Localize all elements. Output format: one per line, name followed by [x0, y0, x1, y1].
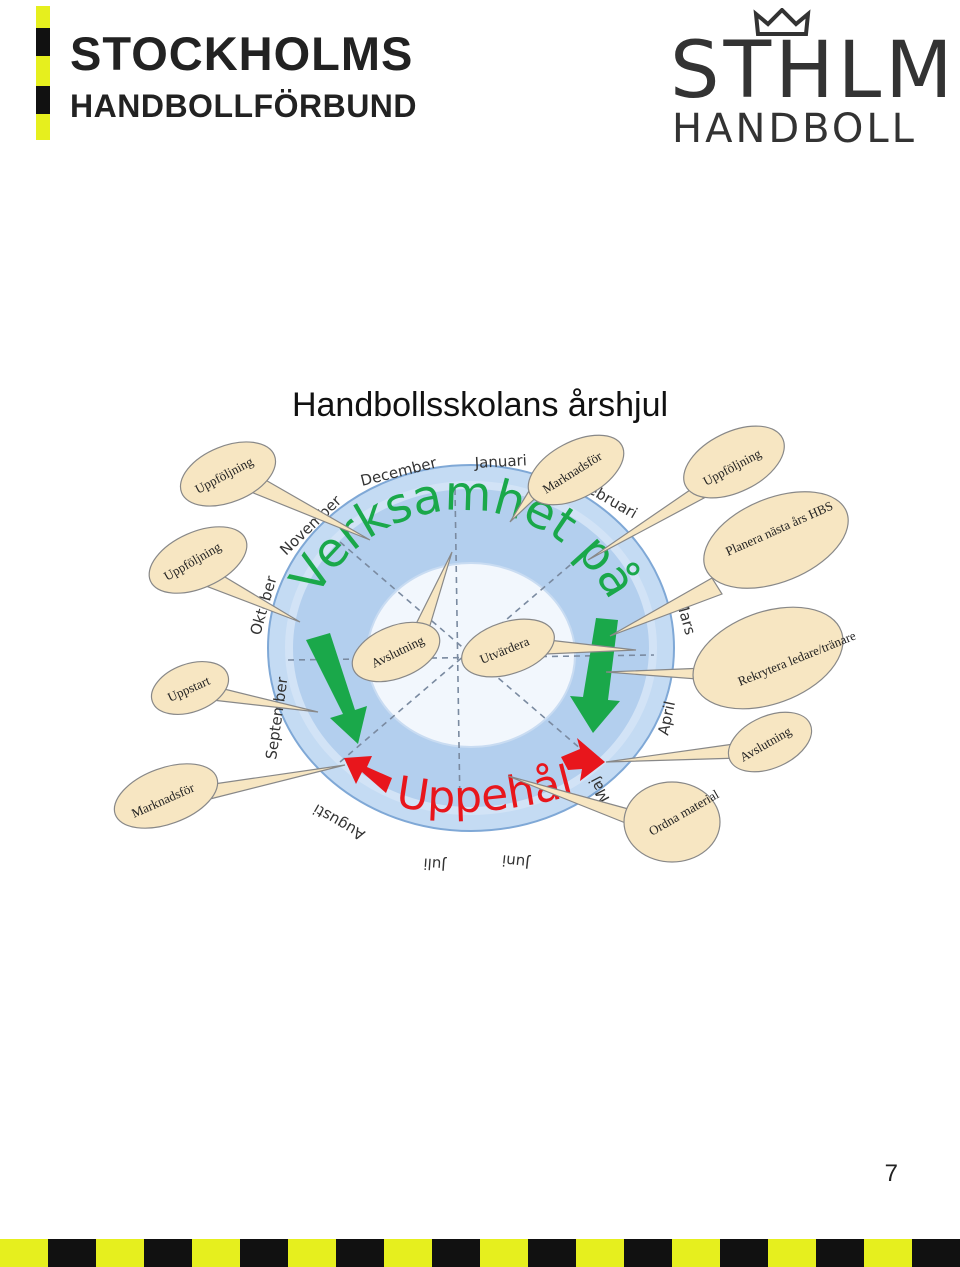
month-juli: Juli [423, 854, 447, 874]
callout-apr-rekrytera: Rekrytera ledare/tränare [605, 606, 858, 710]
logo-stripe [36, 6, 50, 140]
page-number: 7 [884, 1160, 898, 1187]
sthlm-handboll-logo: STHLM HANDBOLL [668, 8, 953, 152]
callout-feb-uppfoljning: Uppföljning [587, 425, 785, 561]
crown-icon [753, 8, 811, 36]
wheel-highlight [285, 481, 657, 815]
green-arrow-left [306, 633, 367, 744]
stockholms-handbollforbund-logo: STOCKHOLMS HANDBOLLFÖRBUND [36, 6, 436, 140]
callout-aug-marknadsfor: Marknadsför [113, 763, 346, 829]
callout-center-avslutning: Avslutning [351, 551, 453, 683]
callout-jun-ordna: Ordna material [507, 775, 722, 863]
callout-jan-marknadsfor: Marknadsför [509, 434, 625, 523]
callout-center-utvardera: Utvärdera [461, 618, 637, 678]
page-title: Handbollsskolans årshjul [291, 386, 669, 424]
month-januari: Januari [473, 451, 527, 472]
logo-text-sthlm: STHLM [670, 26, 957, 116]
month-augusti: Augusti [310, 800, 368, 844]
red-arrow-right [561, 738, 605, 781]
red-arrow-left [344, 756, 392, 793]
callout-okt-uppfoljning: Uppföljning [148, 526, 301, 623]
logo-text-handbollforbund: HANDBOLLFÖRBUND [70, 88, 418, 124]
callout-mar-planera: Planera nästa års HBS [609, 491, 849, 637]
callout-maj-avslutning: Avslutning [605, 711, 813, 773]
logo-text-stockholms: STOCKHOLMS [70, 27, 414, 80]
month-juni: Juni [501, 851, 531, 872]
callout-sep-uppstart: Uppstart [150, 661, 319, 715]
bottom-stripe [0, 1239, 960, 1267]
callout-nov-uppfoljning: Uppföljning [179, 441, 371, 541]
logo-text-handboll: HANDBOLL [672, 106, 917, 152]
